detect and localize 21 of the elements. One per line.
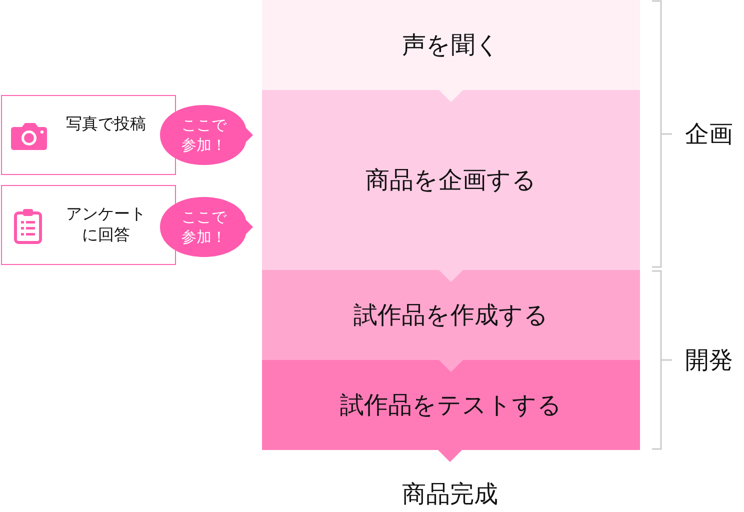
- chevron-arrow: [438, 450, 462, 462]
- result-text: 商品完成: [402, 479, 498, 510]
- chevron-arrow: [439, 360, 463, 372]
- bubble-text: ここで参加！: [180, 207, 228, 247]
- process-band: [262, 90, 640, 270]
- phase-label: 企画: [685, 119, 733, 149]
- chevron-arrow: [439, 270, 463, 282]
- step-text: 声を聞く: [402, 30, 500, 61]
- step-text: 試作品をテストする: [340, 390, 562, 421]
- action-card: [1, 185, 176, 265]
- bubble-text: ここで参加！: [180, 115, 228, 155]
- step-text: 商品を企画する: [366, 165, 536, 196]
- process-band: [262, 0, 640, 90]
- process-band: [262, 270, 640, 360]
- process-band: [262, 360, 640, 450]
- chevron-arrow: [439, 90, 463, 102]
- card-text: アンケートに回答: [65, 203, 147, 245]
- phase-label: 開発: [685, 345, 733, 375]
- action-card: [1, 95, 176, 175]
- card-text: 写真で投稿: [65, 113, 147, 134]
- step-text: 試作品を作成する: [354, 300, 548, 331]
